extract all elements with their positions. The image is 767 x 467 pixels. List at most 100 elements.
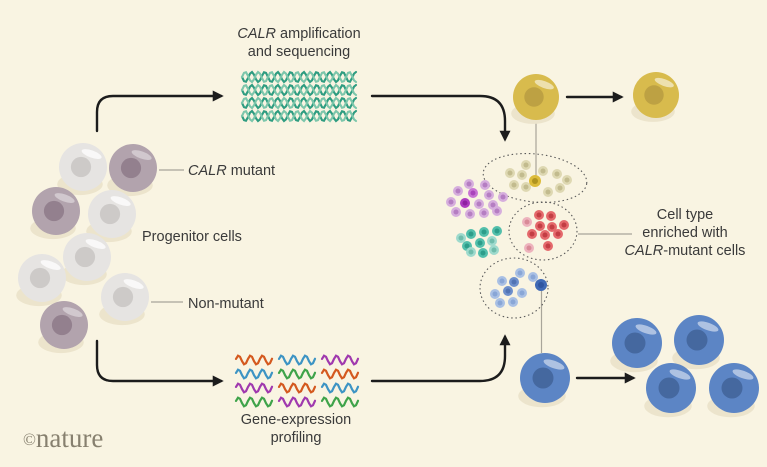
cell-nucleus [658,377,680,399]
cells-layer [16,72,759,418]
cluster-dot-core [458,235,464,241]
cell-nucleus [43,200,65,222]
gene-expression-waves-icon [234,354,360,408]
cell-nucleus [120,157,142,179]
cluster-dot-core [489,238,495,244]
cluster-dot-core [532,178,538,184]
dna-helix-strand [240,109,358,123]
cluster-outline-red [508,201,578,261]
arrow-cells-to-profiling [95,339,224,387]
gene-expression-label-line2: profiling [271,430,322,446]
cluster-dot-core [497,300,503,306]
rna-wave [277,382,317,394]
cell-nucleus [524,87,544,107]
blue-cell [707,363,759,418]
cell-highlight [62,307,83,317]
cell-highlight [654,77,674,88]
normal-cell [16,254,66,307]
cell-nucleus [624,332,646,354]
mutant-cell [38,301,88,354]
cluster-dot-core [519,290,525,296]
cluster-dot-core [464,243,470,249]
cluster-dot-core [448,199,454,205]
rna-wave [320,382,360,394]
cluster-dot-core [537,223,543,229]
cell-type-clusters [446,160,572,308]
cluster-dot-core [492,291,498,297]
cluster-dot-core [477,240,483,246]
blue-cell [672,315,724,370]
cluster-dot-core [466,181,472,187]
cluster-dot-core [564,177,570,183]
cluster-dot-core [468,249,474,255]
cell-highlight [85,239,106,249]
rna-wave [320,396,360,408]
cluster-dot-core [480,250,486,256]
blue-cell [518,353,570,408]
dna-helix-strand [240,70,358,84]
cluster-dot-core [500,194,506,200]
cluster-dot-core [542,232,548,238]
arrow-profiling-to-clusters [370,334,511,383]
calr-mutant-label: CALR mutant [188,163,275,179]
cell-type-label-line2: enriched with [642,225,727,241]
cell-nucleus [532,367,554,389]
calr-amplification-label-line2: and sequencing [248,44,350,60]
cluster-dot-core [467,211,473,217]
cell-highlight [40,260,61,270]
cell-nucleus [29,267,51,289]
cluster-dot-core [519,172,525,178]
cluster-dot-core [549,224,555,230]
cell-nucleus [51,314,73,336]
cluster-dot-core [526,245,532,251]
cell-highlight [123,279,144,289]
cluster-dot-core [491,247,497,253]
cluster-dot-core [555,231,561,237]
cell-nucleus [99,203,121,225]
cell-nucleus [686,329,708,351]
cluster-dot-core [455,188,461,194]
rna-wave [234,354,274,366]
cluster-dot-core [499,278,505,284]
normal-cell [99,273,149,326]
cluster-dot-core [548,213,554,219]
normal-cell [61,233,111,286]
copyright-icon: © [23,430,36,449]
arrow-sequencing-to-clusters [370,94,511,142]
mutant-cell [107,144,157,197]
cluster-dot-core [470,190,476,196]
dna-helix-strand [240,83,358,97]
cluster-dot-core [494,208,500,214]
blue-cell [610,318,662,373]
blue-cell [644,363,696,418]
dna-helix-strand [240,96,358,110]
cluster-dot-core [481,229,487,235]
cluster-purple [446,179,508,219]
cluster-dot-core [523,162,529,168]
cluster-dot-core [490,202,496,208]
cluster-dot-core [540,168,546,174]
cluster-blue [490,268,547,308]
progenitor-cells-label: Progenitor cells [142,229,242,245]
gene-expression-label-line1: Gene-expression [241,412,351,428]
cluster-red [522,210,569,253]
cluster-outline-tan [482,152,588,204]
rna-wave [234,396,274,408]
cluster-dot-core [517,270,523,276]
cluster-dot-core [476,201,482,207]
cluster-dot-core [511,279,517,285]
mutant-cell [30,187,80,240]
cluster-dot-core [529,231,535,237]
cluster-dot-core [530,274,536,280]
normal-cell [57,143,107,196]
dna-strands-icon [240,70,358,123]
cell-type-label-line1: Cell type [657,207,713,223]
cell-nucleus [721,377,743,399]
cell-highlight [543,359,565,370]
rna-wave [277,354,317,366]
cluster-dot-core [561,222,567,228]
non-mutant-label: Non-mutant [188,296,264,312]
rna-wave [320,368,360,380]
cluster-dot-core [482,182,488,188]
